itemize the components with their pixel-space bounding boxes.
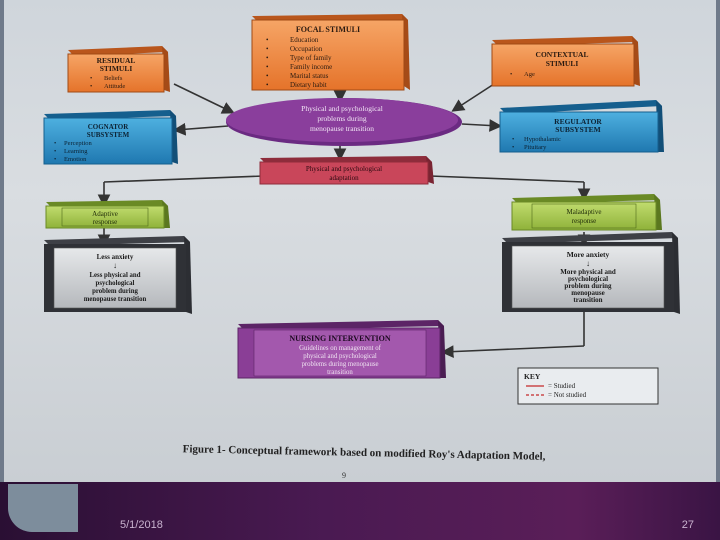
- down-arrow-icon: ↓: [113, 261, 117, 270]
- adaptation-line-2: adaptation: [329, 174, 359, 182]
- central-problem-ellipse: Physical and psychological problems duri…: [226, 98, 462, 146]
- cognator-item: Perception: [64, 140, 93, 147]
- more-head: More anxiety: [567, 250, 610, 259]
- footer-notch: [8, 484, 78, 532]
- bullet: •: [512, 136, 514, 143]
- maladaptive-line-2: response: [572, 217, 597, 225]
- residual-stimuli-box: RESIDUAL STIMULI • Beliefs • Attitude: [67, 46, 170, 93]
- adaptation-line-1: Physical and psychological: [306, 165, 382, 173]
- less-head: Less anxiety: [97, 253, 134, 261]
- residual-title-2: STIMULI: [100, 64, 133, 73]
- more-line-4: menopause: [571, 289, 604, 297]
- focal-item: Dietary habit: [290, 81, 327, 89]
- bullet: •: [512, 144, 514, 151]
- regulator-title-2: SUBSYSTEM: [555, 125, 600, 134]
- cognator-title-1: COGNATOR: [88, 123, 130, 131]
- less-line-1: Less physical and: [90, 272, 141, 279]
- center-line-2: problems during: [317, 114, 367, 123]
- contextual-title-2: STIMULI: [546, 59, 579, 68]
- key-studied: = Studied: [548, 382, 576, 390]
- bullet: •: [266, 45, 269, 53]
- center-line-1: Physical and psychological: [301, 104, 383, 113]
- more-line-1: More physical and: [560, 268, 616, 276]
- cognator-title-2: SUBSYSTEM: [87, 131, 130, 139]
- down-arrow-icon: ↓: [586, 259, 590, 268]
- bullet: •: [90, 75, 92, 82]
- adaptive-line-2: response: [93, 218, 118, 226]
- less-line-3: problem during: [92, 288, 138, 295]
- nursing-title: NURSING INTERVENTION: [289, 334, 391, 343]
- nursing-intervention-box: NURSING INTERVENTION Guidelines on manag…: [237, 320, 446, 379]
- nursing-line-2: physical and psychological: [303, 353, 377, 360]
- focal-item: Family income: [290, 63, 332, 71]
- center-line-3: menopause transition: [310, 124, 374, 133]
- bullet: •: [266, 36, 269, 44]
- regulator-subsystem-box: REGULATOR SUBSYSTEM • Hypothalamic • Pitui…: [499, 100, 664, 153]
- cognator-subsystem-box: COGNATOR SUBSYSTEM • Perception • Learning…: [43, 110, 178, 165]
- less-anxiety-box: Less anxiety ↓ Less physical and psychol…: [44, 236, 192, 314]
- maladaptive-response-box: Maladaptive response: [511, 194, 662, 231]
- bullet: •: [54, 140, 56, 147]
- bullet: •: [266, 63, 269, 71]
- bullet: •: [54, 148, 56, 155]
- contextual-title-1: CONTEXTUAL: [536, 50, 589, 59]
- footer-date: 5/1/2018: [120, 519, 163, 531]
- adaptive-response-box: Adaptive response: [45, 200, 170, 229]
- bullet: •: [266, 81, 269, 89]
- page-number: 9: [342, 471, 346, 480]
- adaptive-line-1: Adaptive: [92, 210, 118, 218]
- bullet: •: [54, 156, 56, 163]
- maladaptive-line-1: Maladaptive: [567, 208, 602, 216]
- regulator-item: Hypothalamic: [524, 136, 561, 143]
- more-line-2: psychological: [568, 275, 608, 283]
- contextual-item: Age: [524, 71, 535, 78]
- less-line-2: psychological: [96, 280, 135, 287]
- connectors: [97, 83, 591, 358]
- nursing-line-3: problems during menopause: [301, 361, 378, 368]
- focal-stimuli-box: FOCAL STIMULI • Education • Occupation • Ty…: [251, 14, 410, 91]
- key-not-studied: = Not studied: [548, 391, 587, 399]
- more-anxiety-box: More anxiety ↓ More physical and psychol…: [502, 232, 680, 314]
- cognator-item: Learning: [64, 148, 88, 155]
- more-line-3: problem during: [564, 282, 612, 290]
- adaptation-box: Physical and psychological adaptation: [259, 156, 434, 185]
- framework-diagram: FOCAL STIMULI • Education • Occupation • Ty…: [43, 14, 680, 480]
- regulator-title-1: REGULATOR: [554, 117, 602, 126]
- regulator-item: Pituitary: [524, 144, 547, 151]
- contextual-stimuli-box: CONTEXTUAL STIMULI • Age: [491, 36, 640, 87]
- residual-title-1: RESIDUAL: [97, 56, 136, 65]
- slide-footer-bar: [0, 482, 720, 540]
- key-title: KEY: [524, 372, 541, 381]
- residual-item: Beliefs: [104, 75, 123, 82]
- bullet: •: [510, 71, 512, 78]
- nursing-line-1: Guidelines on management of: [299, 345, 381, 352]
- less-line-4: menopause transition: [84, 296, 147, 303]
- photographed-page: FOCAL STIMULI • Education • Occupation • Ty…: [4, 0, 716, 482]
- key-legend: KEY = Studied = Not studied: [517, 367, 659, 405]
- focal-item: Type of family: [290, 54, 332, 62]
- cognator-item: Emotion: [64, 156, 87, 163]
- focal-item: Occupation: [290, 45, 323, 53]
- footer-slide-number: 27: [681, 519, 694, 531]
- nursing-line-4: transition: [327, 369, 353, 376]
- bullet: •: [266, 72, 269, 80]
- more-line-5: transition: [573, 296, 602, 304]
- residual-item: Attitude: [104, 83, 125, 90]
- bullet: •: [90, 83, 92, 90]
- focal-title: FOCAL STIMULI: [296, 25, 360, 34]
- focal-item: Education: [290, 36, 319, 44]
- bullet: •: [266, 54, 269, 62]
- focal-item: Marital status: [290, 72, 329, 80]
- figure-caption: Figure 1- Conceptual framework based on …: [183, 443, 546, 463]
